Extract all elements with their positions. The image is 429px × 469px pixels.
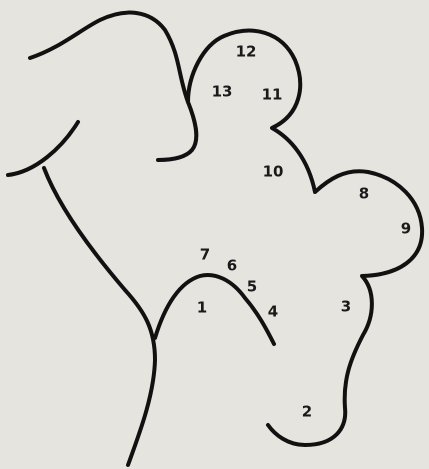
- point-label-1: 1: [197, 299, 207, 317]
- point-label-8: 8: [359, 185, 369, 203]
- point-label-9: 9: [401, 220, 411, 238]
- point-label-4: 4: [268, 303, 278, 321]
- upper-arm-curve: [30, 13, 196, 160]
- point-label-13: 13: [212, 83, 233, 101]
- point-label-6: 6: [227, 257, 237, 275]
- point-label-7: 7: [200, 246, 210, 264]
- point-label-5: 5: [247, 278, 257, 296]
- point-label-2: 2: [302, 403, 312, 421]
- point-label-10: 10: [263, 163, 284, 181]
- point-label-3: 3: [341, 298, 351, 316]
- point-label-12: 12: [236, 43, 257, 61]
- point-label-11: 11: [262, 86, 283, 104]
- left-body-line: [44, 168, 155, 465]
